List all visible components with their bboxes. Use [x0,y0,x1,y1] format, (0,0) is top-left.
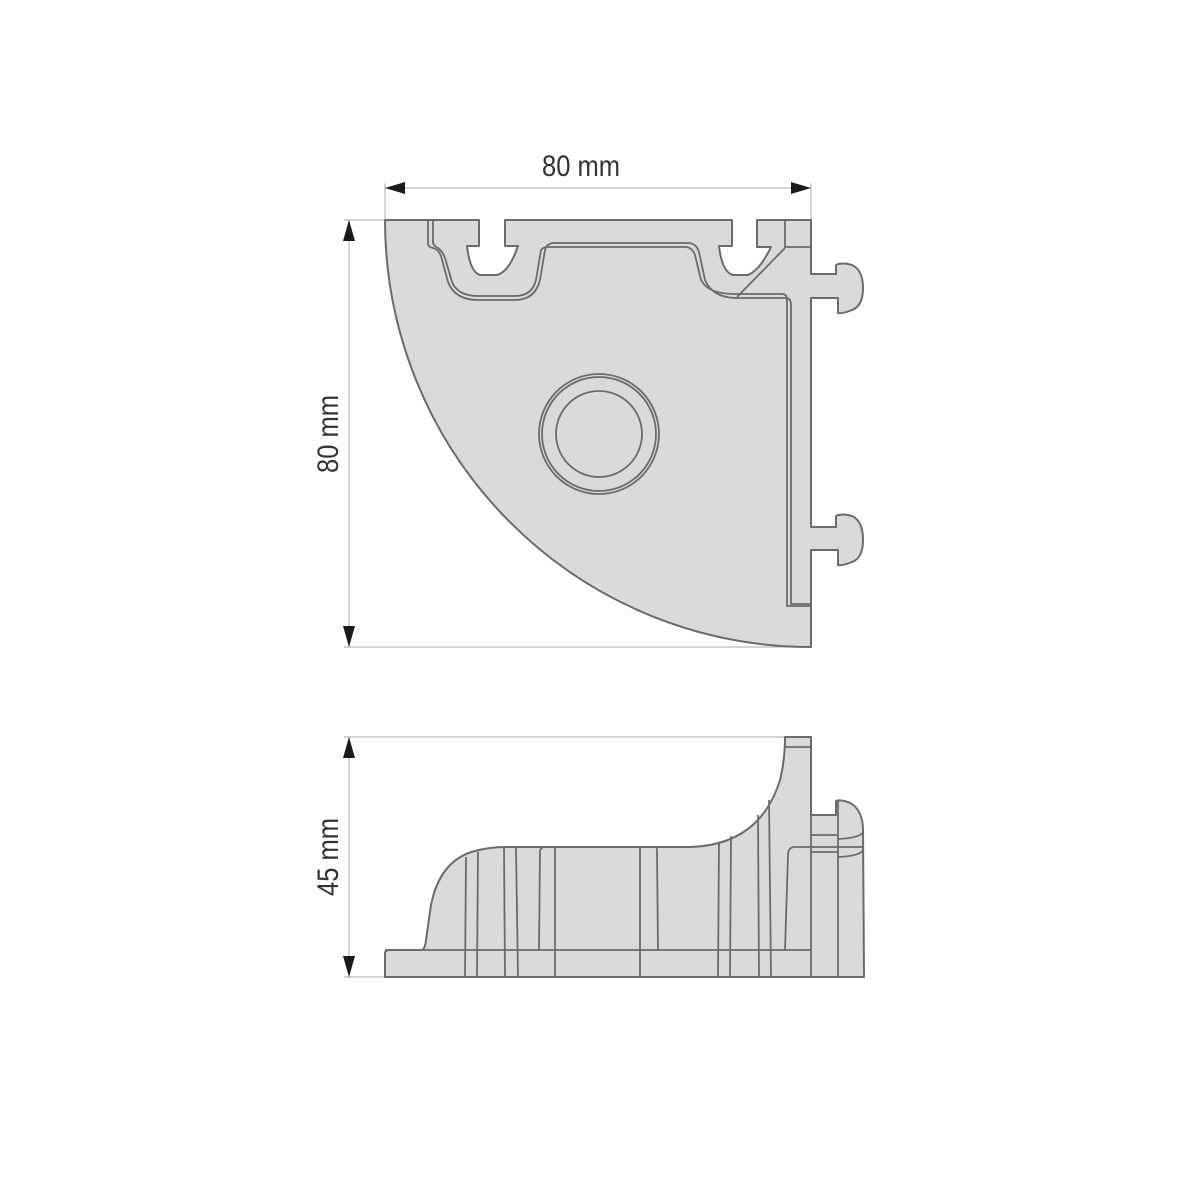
height-label: 45 mm [312,818,345,896]
arrow-up-icon [343,220,355,241]
width-label: 80 mm [542,150,620,183]
height-dimension: 45 mm [312,736,785,978]
arrow-down-icon [343,956,355,977]
side-view [384,736,865,978]
depth-label: 80 mm [312,395,345,473]
top-view [384,219,864,648]
width-dimension: 80 mm [384,150,812,220]
center-hole-outer [538,373,660,495]
depth-dimension: 80 mm [312,219,811,648]
arrow-up-icon [343,737,355,758]
arrow-down-icon [343,626,355,647]
arrow-right-icon [791,182,811,194]
center-hole-inner [555,390,643,478]
arrow-left-icon [385,182,405,194]
